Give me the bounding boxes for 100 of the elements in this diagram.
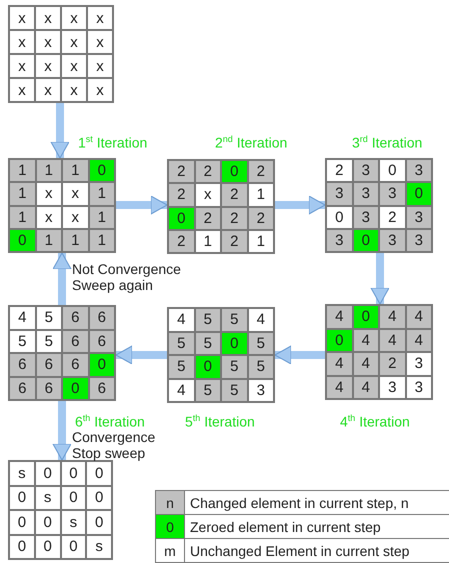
legend-swatch: 0 bbox=[156, 514, 184, 538]
legend-swatch: n bbox=[156, 490, 184, 514]
matrix-cell: 1 bbox=[9, 159, 36, 182]
matrix-cell: 2 bbox=[326, 159, 352, 182]
matrix-cell: x bbox=[61, 6, 87, 30]
matrix-cell: 5 bbox=[221, 308, 248, 332]
matrix-cell: 1 bbox=[88, 206, 115, 229]
matrix-cell: 4 bbox=[248, 308, 274, 332]
matrix-cell: 4 bbox=[352, 376, 379, 399]
matrix-cell: x bbox=[9, 54, 35, 78]
matrix-cell: 0 bbox=[221, 160, 248, 184]
matrix-cell: 3 bbox=[379, 376, 406, 399]
matrix-cell: 2 bbox=[194, 160, 221, 184]
matrix-grid bbox=[167, 307, 275, 403]
matrix-cell: 6 bbox=[62, 306, 88, 330]
matrix-cell: 0 bbox=[9, 486, 35, 510]
matrix-cell: 6 bbox=[88, 306, 115, 330]
matrix-cell: 3 bbox=[406, 228, 432, 252]
edge-label: Not Convergence Sweep again bbox=[72, 261, 182, 293]
matrix-cell: 3 bbox=[248, 378, 274, 402]
matrix-cell: 0 bbox=[86, 486, 112, 510]
matrix-cell: 0 bbox=[9, 228, 36, 252]
matrix-cell: s bbox=[34, 486, 60, 510]
iteration-caption: 1$^{st}$ Iteration bbox=[78, 134, 148, 151]
matrix-cell: 6 bbox=[62, 330, 88, 353]
matrix-cell: 2 bbox=[168, 183, 194, 206]
matrix-cell: x bbox=[9, 78, 35, 102]
matrix-cell: 0 bbox=[86, 510, 112, 534]
matrix-cell: x bbox=[36, 206, 62, 229]
matrix-cell: 1 bbox=[88, 182, 115, 206]
matrix-cell: 0 bbox=[406, 182, 432, 206]
matrix-cell: x bbox=[87, 54, 113, 78]
matrix-cell: x bbox=[61, 54, 87, 78]
matrix-cell: x bbox=[62, 182, 88, 206]
matrix-cell: 5 bbox=[221, 355, 248, 378]
matrix-cell: 2 bbox=[221, 183, 248, 206]
iteration-caption: 4$^{th}$ Iteration bbox=[340, 413, 410, 430]
matrix-grid bbox=[8, 305, 116, 401]
matrix-cell: 0 bbox=[86, 461, 112, 486]
arrow bbox=[116, 346, 167, 364]
matrix-cell: 1 bbox=[88, 228, 115, 252]
matrix-cell: x bbox=[87, 78, 113, 102]
matrix-grid bbox=[167, 159, 275, 254]
matrix-cell: 1 bbox=[62, 159, 88, 182]
matrix-cell: 4 bbox=[9, 306, 36, 330]
matrix-cell: 6 bbox=[88, 330, 115, 353]
matrix-cell: 6 bbox=[88, 376, 115, 400]
matrix-cell: 3 bbox=[352, 159, 379, 182]
legend-swatch: m bbox=[156, 538, 184, 562]
matrix-cell: x bbox=[9, 6, 35, 30]
matrix-cell: 2 bbox=[379, 206, 406, 229]
matrix-cell: 3 bbox=[326, 228, 352, 252]
matrix-cell: 0 bbox=[34, 534, 60, 559]
matrix-cell: x bbox=[35, 6, 61, 30]
matrix-cell: 5 bbox=[194, 308, 221, 332]
matrix-cell: x bbox=[61, 78, 87, 102]
matrix-cell: 1 bbox=[248, 183, 274, 206]
matrix-cell: 0 bbox=[88, 353, 115, 376]
matrix-cell: 3 bbox=[379, 228, 406, 252]
matrix-cell: 0 bbox=[352, 228, 379, 252]
matrix-cell: x bbox=[61, 30, 87, 54]
matrix-cell: 3 bbox=[406, 352, 432, 376]
matrix-cell: x bbox=[9, 30, 35, 54]
matrix-cell: 3 bbox=[352, 182, 379, 206]
iteration-caption: 2$^{nd}$ Iteration bbox=[215, 134, 288, 151]
matrix-cell: 4 bbox=[168, 308, 194, 332]
matrix-cell: 3 bbox=[406, 206, 432, 229]
matrix-cell: 4 bbox=[379, 305, 406, 328]
matrix-cell: 0 bbox=[326, 328, 352, 352]
matrix-cell: 5 bbox=[9, 330, 36, 353]
matrix-cell: 0 bbox=[88, 159, 115, 182]
matrix-cell: 2 bbox=[168, 160, 194, 184]
matrix-cell: 4 bbox=[406, 305, 432, 328]
matrix-cell: s bbox=[86, 534, 112, 559]
matrix-cell: 1 bbox=[62, 228, 88, 252]
matrix-cell: 2 bbox=[221, 206, 248, 230]
matrix-cell: 4 bbox=[168, 378, 194, 402]
matrix-cell: 6 bbox=[62, 353, 88, 376]
matrix-cell: 2 bbox=[248, 206, 274, 230]
matrix-cell: 5 bbox=[248, 355, 274, 378]
matrix-cell: 0 bbox=[168, 206, 194, 230]
matrix-cell: x bbox=[87, 30, 113, 54]
matrix-cell: 4 bbox=[379, 328, 406, 352]
matrix-cell: 6 bbox=[36, 376, 62, 400]
arrow bbox=[116, 196, 168, 214]
matrix-cell: 0 bbox=[34, 461, 60, 486]
matrix-cell: 1 bbox=[36, 159, 62, 182]
matrix-cell: x bbox=[35, 78, 61, 102]
matrix-cell: 5 bbox=[194, 378, 221, 402]
matrix-cell: 5 bbox=[168, 355, 194, 378]
matrix-cell: 5 bbox=[194, 332, 221, 355]
matrix-cell: 2 bbox=[168, 230, 194, 253]
matrix-cell: 4 bbox=[326, 352, 352, 376]
matrix-cell: x bbox=[87, 6, 113, 30]
edge-label: Convergence Stop sweep bbox=[72, 429, 156, 461]
matrix-cell: 5 bbox=[36, 330, 62, 353]
matrix-grid bbox=[325, 158, 433, 253]
matrix-cell: 0 bbox=[60, 486, 86, 510]
matrix-cell: 0 bbox=[221, 332, 248, 355]
arrow bbox=[274, 346, 325, 364]
